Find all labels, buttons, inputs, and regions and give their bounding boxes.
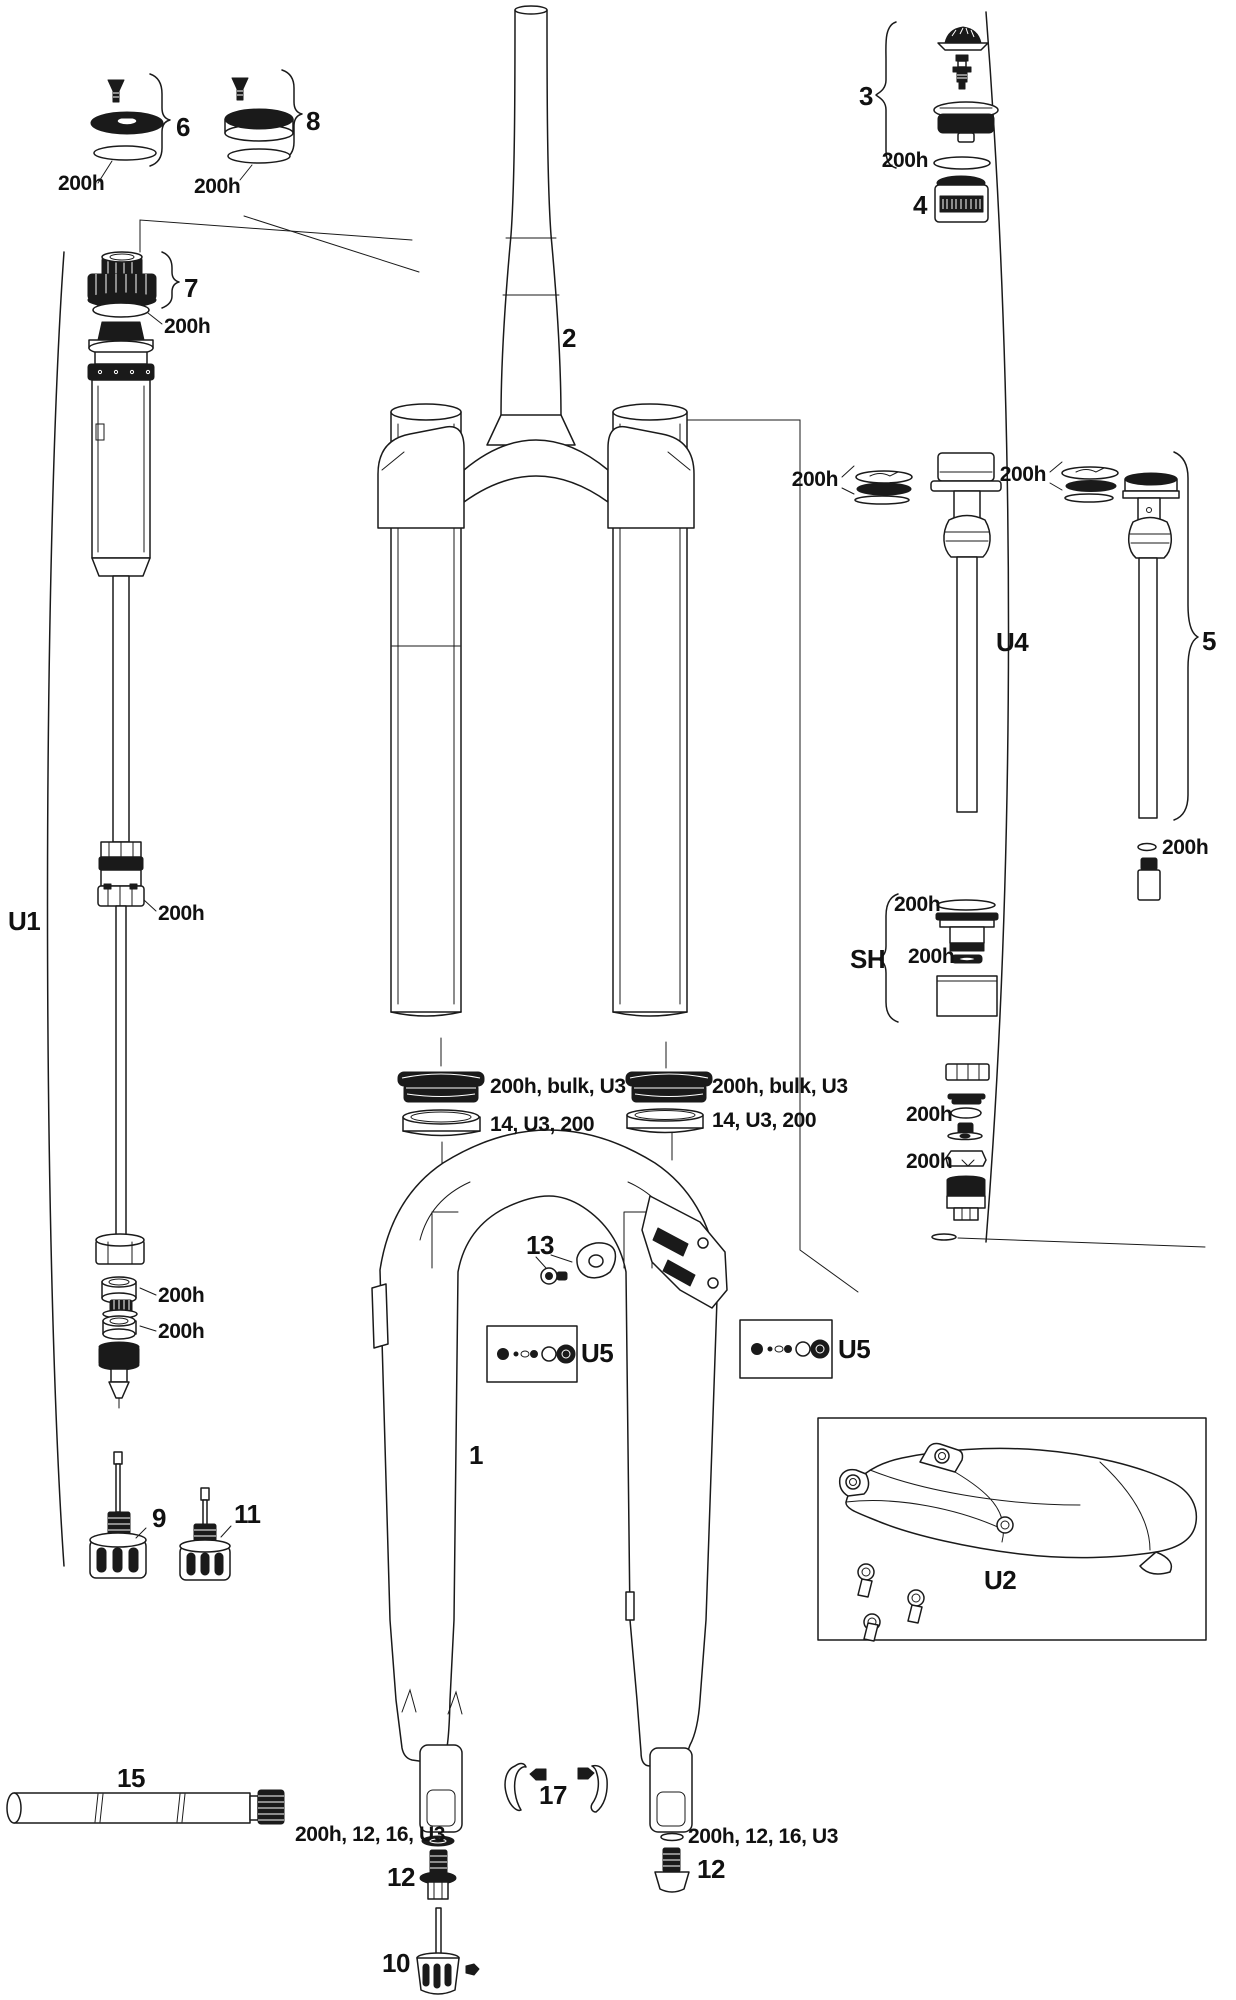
bracket-part6 bbox=[149, 73, 171, 167]
label-part2: 2 bbox=[562, 323, 576, 353]
label-200h-part6: 200h bbox=[58, 172, 104, 195]
text-labels: 200h 6 200h 8 7 200h 2 3 200h 4 200h 200… bbox=[8, 81, 1217, 1978]
leader-lines bbox=[139, 215, 1206, 1293]
label-u2: U2 bbox=[984, 1565, 1016, 1595]
group-brackets bbox=[46, 11, 1199, 1567]
seal-stack-right bbox=[1049, 461, 1119, 503]
foot-bolt-right bbox=[654, 1832, 690, 1893]
label-part8: 8 bbox=[306, 106, 320, 136]
label-200h-seals-left: 200h bbox=[792, 468, 838, 491]
label-part10: 10 bbox=[382, 1948, 410, 1978]
bracket-part5 bbox=[1173, 451, 1199, 821]
label-200h-ring2: 200h bbox=[158, 1320, 204, 1343]
label-part1: 1 bbox=[469, 1440, 483, 1470]
label-200h-sh1: 200h bbox=[894, 893, 940, 916]
label-sh: SH bbox=[850, 944, 885, 974]
label-200h-part5: 200h bbox=[1162, 836, 1208, 859]
label-200h-part7: 200h bbox=[164, 315, 210, 338]
bracket-part8 bbox=[281, 69, 303, 161]
label-part17: 17 bbox=[539, 1780, 567, 1810]
u5-box-left bbox=[486, 1325, 578, 1383]
part15-axle bbox=[6, 1789, 285, 1825]
part6-top-cap bbox=[90, 79, 164, 184]
damper-assembly bbox=[87, 321, 157, 1409]
u2-fender-box bbox=[817, 1417, 1207, 1642]
foam-ring-right bbox=[626, 1108, 704, 1134]
part13-cable-guide bbox=[535, 1242, 617, 1285]
label-200h-part8: 200h bbox=[194, 175, 240, 198]
label-part5: 5 bbox=[1202, 626, 1216, 656]
air-shaft-left bbox=[930, 452, 1002, 813]
part11-knob bbox=[179, 1487, 232, 1581]
label-part4: 4 bbox=[913, 190, 928, 220]
part10-rebound-knob bbox=[416, 1907, 480, 1995]
label-sealkit-right: 200h, bulk, U3 bbox=[712, 1075, 848, 1098]
label-part7: 7 bbox=[184, 273, 198, 303]
label-200h-shaft1: 200h bbox=[906, 1103, 952, 1126]
label-part13: 13 bbox=[526, 1230, 554, 1260]
label-part11: 11 bbox=[234, 1499, 261, 1529]
u5-box-right bbox=[739, 1319, 833, 1379]
bracket-u4-right bbox=[985, 11, 1010, 1243]
crown-left-shoulder bbox=[377, 425, 465, 529]
seal-stack-left bbox=[841, 465, 913, 505]
label-sealkit-left: 200h, bulk, U3 bbox=[490, 1075, 626, 1098]
crown-center bbox=[486, 414, 576, 446]
part3-air-cap-group bbox=[933, 26, 999, 170]
label-part6: 6 bbox=[176, 112, 190, 142]
label-200h-ring1: 200h bbox=[158, 1284, 204, 1307]
dropout-right bbox=[649, 1747, 693, 1833]
dust-seal-right bbox=[625, 1071, 713, 1103]
leg-window bbox=[625, 1591, 635, 1621]
label-200h-damper: 200h bbox=[158, 902, 204, 925]
bracket-sh bbox=[877, 893, 899, 1023]
foam-ring-left bbox=[402, 1109, 481, 1137]
label-part12-left: 12 bbox=[387, 1862, 415, 1892]
part17-hose-guides bbox=[504, 1762, 608, 1813]
part7-adjuster-knob bbox=[87, 251, 163, 325]
part4-decal bbox=[934, 175, 989, 223]
foot-bolt-left bbox=[419, 1835, 457, 1900]
label-200h-sh2: 200h bbox=[908, 945, 954, 968]
label-part15: 15 bbox=[117, 1763, 145, 1793]
label-foamkit-left: 14, U3, 200 bbox=[490, 1113, 594, 1136]
label-u5-right: U5 bbox=[838, 1334, 870, 1364]
bracket-part7 bbox=[161, 251, 180, 309]
crown-arch bbox=[463, 439, 609, 503]
steerer-tube bbox=[500, 5, 562, 419]
bracket-part3 bbox=[875, 21, 897, 169]
label-200h-shaft2: 200h bbox=[906, 1150, 952, 1173]
label-part12-right: 12 bbox=[697, 1854, 725, 1884]
fender-bolts bbox=[857, 1563, 925, 1642]
air-shaft-right bbox=[1122, 472, 1180, 819]
part8-top-cap bbox=[224, 77, 294, 181]
part9-knob bbox=[89, 1451, 147, 1579]
bracket-u1 bbox=[46, 251, 65, 1567]
part5-lower-parts bbox=[1137, 842, 1161, 901]
label-part9: 9 bbox=[152, 1503, 166, 1533]
lower-shaft-parts bbox=[945, 1063, 990, 1221]
label-footkit-right: 200h, 12, 16, U3 bbox=[688, 1825, 838, 1848]
lower-legs bbox=[371, 1129, 728, 1833]
label-u5-left: U5 bbox=[581, 1338, 613, 1368]
label-u4: U4 bbox=[996, 627, 1029, 657]
label-u1: U1 bbox=[8, 906, 40, 936]
label-footkit-left: 200h, 12, 16, U3 bbox=[295, 1823, 445, 1846]
dropout-left bbox=[419, 1744, 463, 1833]
sh-group bbox=[935, 899, 999, 1017]
label-foamkit-right: 14, U3, 200 bbox=[712, 1109, 816, 1132]
label-200h-seals-right: 200h bbox=[1000, 463, 1046, 486]
dust-seal-left bbox=[397, 1071, 485, 1103]
upper-tubes-crown bbox=[377, 403, 695, 1017]
label-part3: 3 bbox=[859, 81, 873, 111]
cable-boss bbox=[371, 1283, 389, 1349]
label-200h-part3: 200h bbox=[882, 149, 928, 172]
crown-right-shoulder bbox=[607, 425, 695, 529]
